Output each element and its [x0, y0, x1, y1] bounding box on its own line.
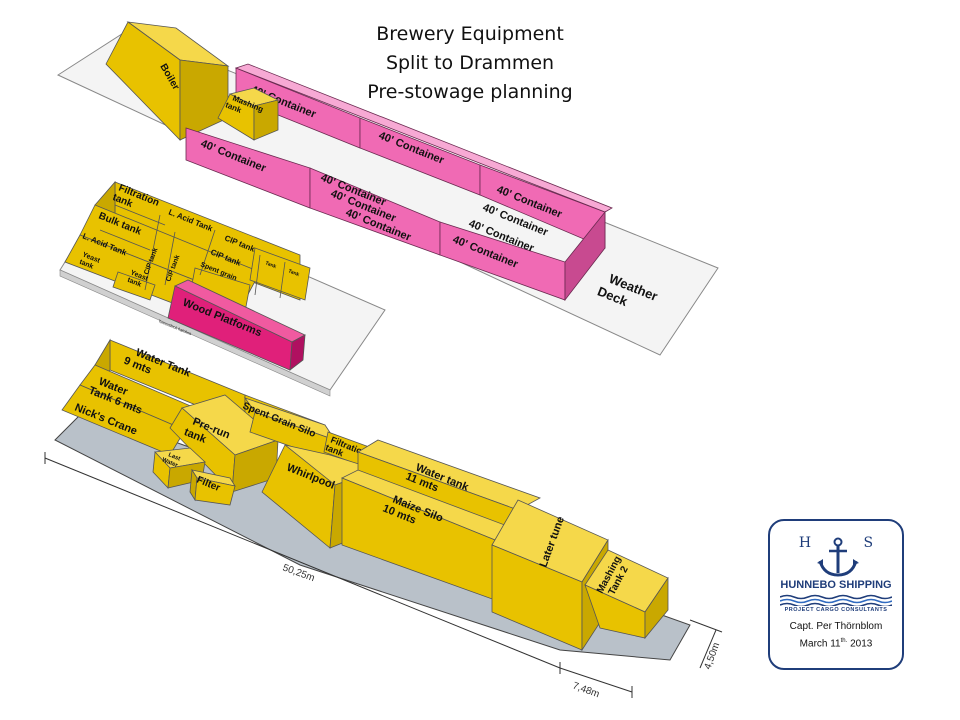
water-tank-11-box: Water tank11 mts [357, 439, 541, 531]
small-tank-1-label: Tank [264, 260, 277, 270]
pre-run-tank-box: Pre-runtank [169, 394, 279, 493]
filter-box: Filter [189, 468, 236, 506]
dimension-lines [44, 452, 723, 698]
company-logo-card: H S HUNNEBO SHIPPING PROJECT CARGO CONSU… [768, 519, 904, 670]
anchor-icon [817, 537, 859, 577]
company-name: HUNNEBO SHIPPING [780, 579, 892, 591]
company-tagline: PROJECT CARGO CONSULTANTS [784, 607, 888, 613]
page-title: Brewery Equipment Split to Drammen Pre-s… [330, 20, 610, 107]
waves-icon [780, 594, 892, 606]
maize-silo-box: Maize Silo10 mts [341, 469, 519, 601]
title-line-2: Split to Drammen [385, 52, 555, 74]
boiler-box: Boiler [105, 21, 230, 141]
date-suffix: th. [840, 638, 848, 644]
mashing-tank-2-box: MashingTank 2 [584, 549, 669, 640]
date-year: 2013 [847, 638, 873, 650]
containers: 40' Container 40' Container 40' Containe… [185, 63, 613, 302]
last-water-box: LastWater [152, 447, 206, 489]
lower-hold: Water Tank9 mts WaterTank 6 mts Nick's C… [44, 338, 723, 700]
small-tank-2-label: Tank [287, 268, 300, 278]
upper-deck: WeatherDeck Boiler 40' Container 40' Con… [56, 21, 719, 356]
mashing-tank-box: Mashingtank [217, 87, 280, 141]
last-water-label: LastWater [161, 451, 182, 469]
captain-name: Capt. Per Thörnblom [789, 621, 883, 632]
title-line-3: Pre-stowage planning [367, 81, 573, 103]
title-line-1: Brewery Equipment [376, 23, 564, 45]
logo-initials: H S [798, 535, 898, 551]
date-main: March 11 [799, 638, 841, 650]
plan-date: March 11th. 2013 [770, 634, 902, 651]
middle-deck: Filtrationtank Bulk tank L. Acid Tank L.… [59, 180, 386, 397]
width-dimension: 7,48m [571, 680, 601, 700]
signature-block: Capt. Per Thörnblom March 11th. 2013 [770, 620, 902, 651]
